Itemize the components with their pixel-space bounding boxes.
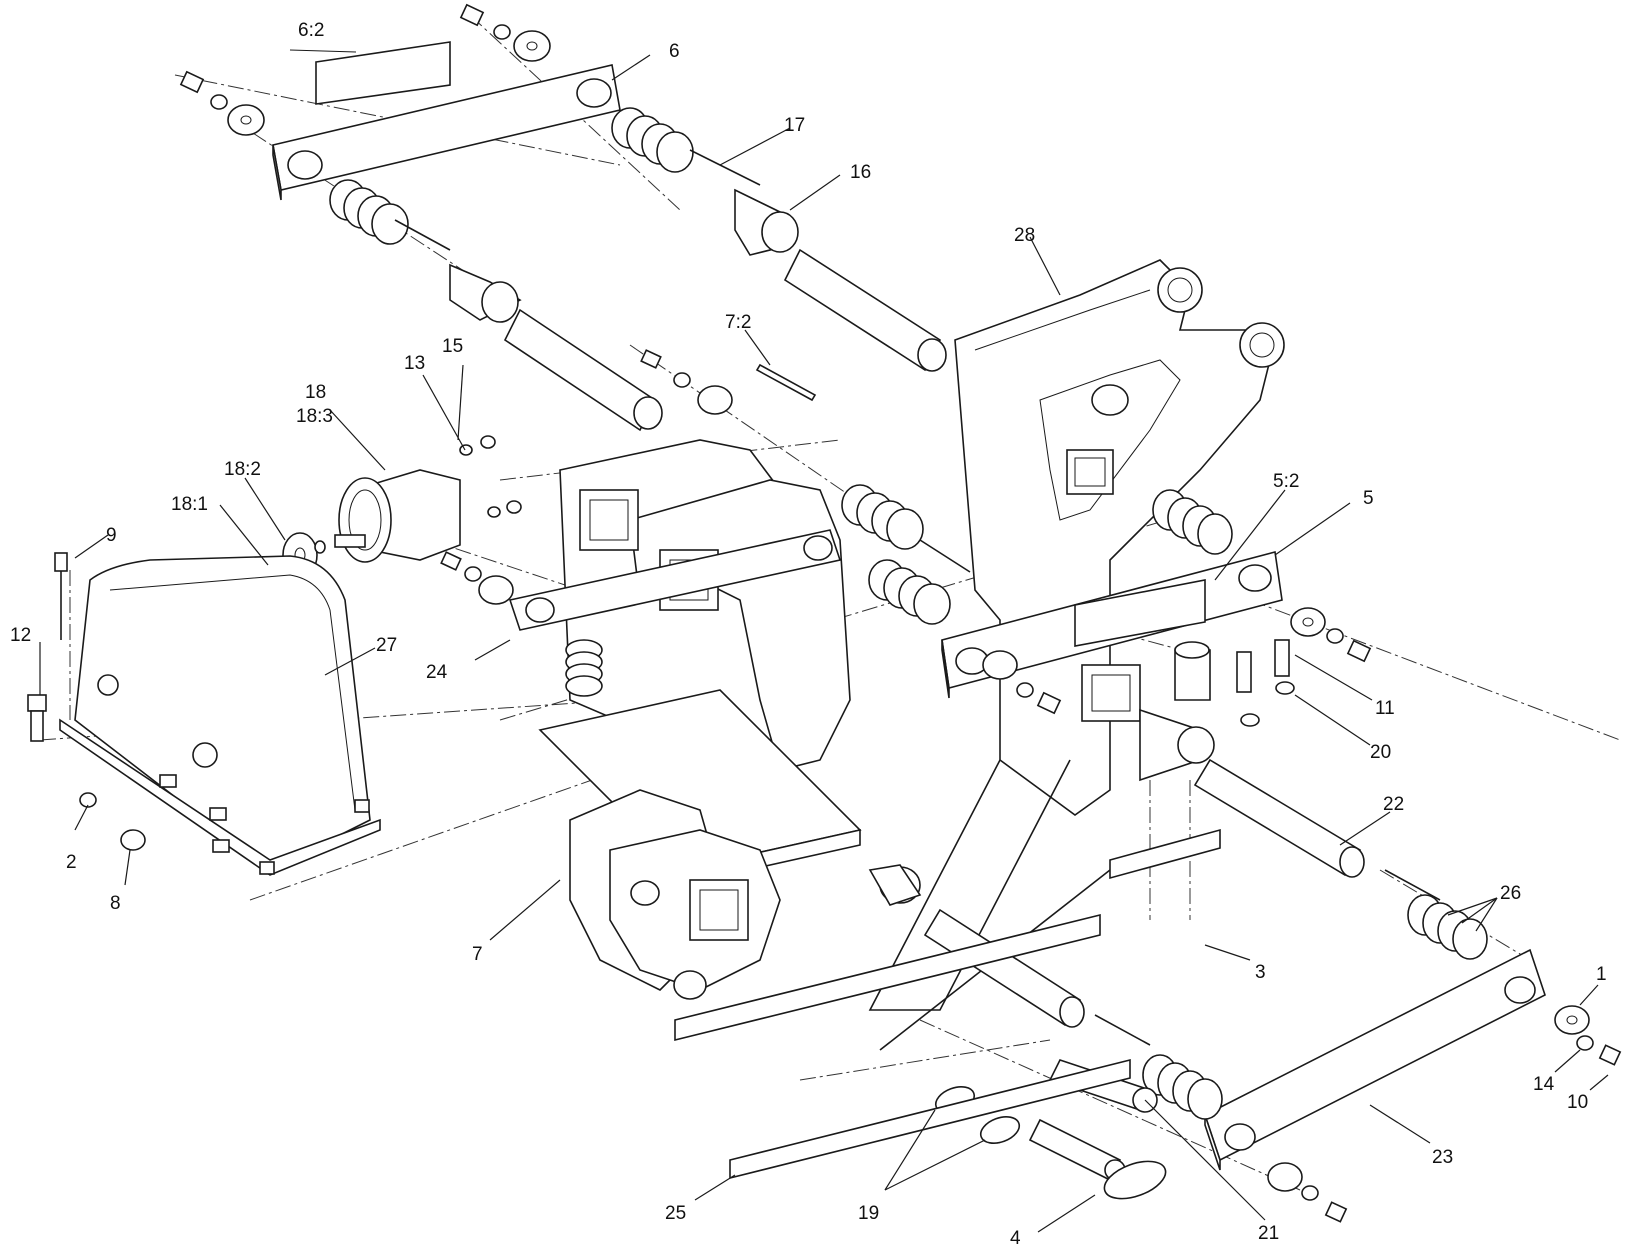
springs-upper: [329, 107, 761, 251]
spring-lower-left: [565, 639, 603, 697]
pin-22: [1193, 758, 1441, 901]
hardware-right: [982, 607, 1372, 727]
label-17: 17: [784, 115, 805, 136]
pins-upper: [449, 188, 947, 432]
label-10: 10: [1567, 1092, 1588, 1113]
label-18-2: 18:2: [224, 459, 261, 480]
label-16: 16: [850, 162, 871, 183]
label-18: 18: [305, 382, 326, 403]
springs-middle: [841, 484, 1233, 625]
arm-23: [1204, 948, 1546, 1171]
hardware-bottom-right: [1267, 1005, 1622, 1223]
arm-5: [941, 550, 1283, 699]
label-20: 20: [1370, 742, 1391, 763]
label-26: 26: [1500, 883, 1521, 904]
label-6: 6: [669, 41, 680, 62]
label-4: 4: [1010, 1228, 1021, 1249]
yoke-lower: [569, 789, 922, 1000]
label-6-2: 6:2: [298, 20, 324, 41]
label-28: 28: [1014, 225, 1035, 246]
label-1: 1: [1596, 964, 1607, 985]
label-15: 15: [442, 336, 463, 357]
label-22: 22: [1383, 794, 1404, 815]
hardware-top: [179, 3, 551, 136]
label-7: 7: [472, 944, 483, 965]
label-9: 9: [106, 525, 117, 546]
pin-21-assembly: [923, 908, 1223, 1120]
label-18-1: 18:1: [171, 494, 208, 515]
label-23: 23: [1432, 1147, 1453, 1168]
motor-18: [268, 469, 461, 579]
label-2: 2: [66, 852, 77, 873]
label-21: 21: [1258, 1223, 1279, 1244]
label-8: 8: [110, 893, 121, 914]
gear-cover-27: [59, 555, 381, 876]
hardware-left: [27, 552, 146, 851]
label-7-2: 7:2: [725, 312, 751, 333]
label-5: 5: [1363, 488, 1374, 509]
label-24: 24: [426, 662, 448, 683]
label-12: 12: [10, 625, 31, 646]
label-5-2: 5:2: [1273, 471, 1299, 492]
decal-6-2: [289, 41, 451, 105]
label-25: 25: [665, 1203, 686, 1224]
pivot-bracket-7: [508, 439, 851, 801]
label-11: 11: [1375, 698, 1395, 719]
label-19: 19: [858, 1203, 879, 1224]
arm-6: [272, 64, 621, 201]
leader-lines: [39, 54, 1609, 1233]
springs-26: [1407, 894, 1488, 960]
label-18-3: 18:3: [296, 406, 333, 427]
label-3: 3: [1255, 962, 1266, 983]
callout-labels: 6:2 6 17 16 28 7:2 13 15 18 18:3 18:2 18…: [10, 20, 1607, 1249]
frame-28: [954, 259, 1285, 816]
label-14: 14: [1533, 1074, 1555, 1095]
label-27: 27: [376, 635, 397, 656]
label-13: 13: [404, 353, 425, 374]
